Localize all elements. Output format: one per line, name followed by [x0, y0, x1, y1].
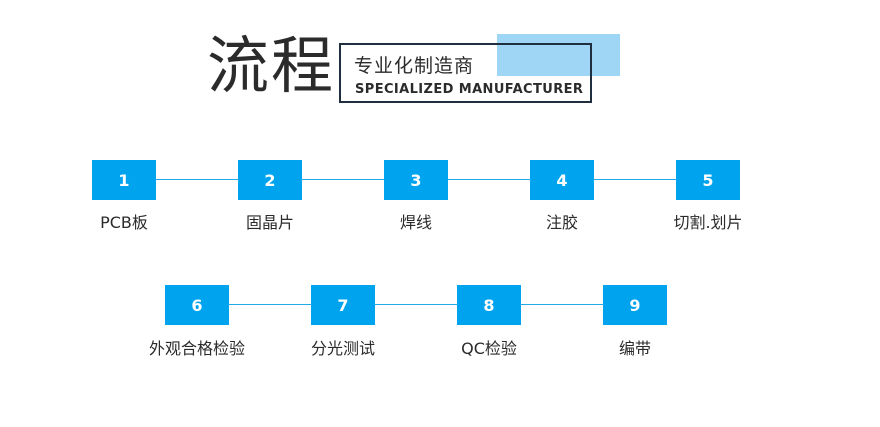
page-title: 流程: [207, 29, 336, 102]
connector-6-7: [228, 304, 312, 305]
step-label-2: 固晶片: [245, 213, 294, 232]
subtitle-chinese: 专业化制造商: [354, 55, 475, 77]
subtitle-english: SPECIALIZED MANUFACTURER: [355, 82, 584, 97]
connector-1-2: [155, 179, 239, 180]
accent-block: [497, 34, 620, 76]
connector-2-3: [301, 179, 385, 180]
step-label-4: 注胶: [545, 213, 578, 232]
step-box-9: 9: [603, 285, 667, 325]
step-label-1: PCB板: [100, 213, 148, 232]
step-label-5: 切割.划片: [673, 213, 743, 232]
step-label-7: 分光测试: [310, 339, 375, 358]
step-box-7: 7: [311, 285, 375, 325]
step-box-1: 1: [92, 160, 156, 200]
step-box-4: 4: [530, 160, 594, 200]
step-box-8: 8: [457, 285, 521, 325]
connector-8-9: [520, 304, 604, 305]
step-label-6: 外观合格检验: [148, 339, 245, 358]
connector-3-4: [447, 179, 531, 180]
step-label-9: 编带: [618, 339, 651, 358]
step-box-6: 6: [165, 285, 229, 325]
step-box-2: 2: [238, 160, 302, 200]
step-box-3: 3: [384, 160, 448, 200]
step-box-5: 5: [676, 160, 740, 200]
connector-7-8: [374, 304, 458, 305]
step-label-3: 焊线: [399, 213, 432, 232]
connector-4-5: [593, 179, 677, 180]
subtitle-frame: [339, 43, 592, 103]
step-label-8: QC检验: [461, 339, 517, 358]
